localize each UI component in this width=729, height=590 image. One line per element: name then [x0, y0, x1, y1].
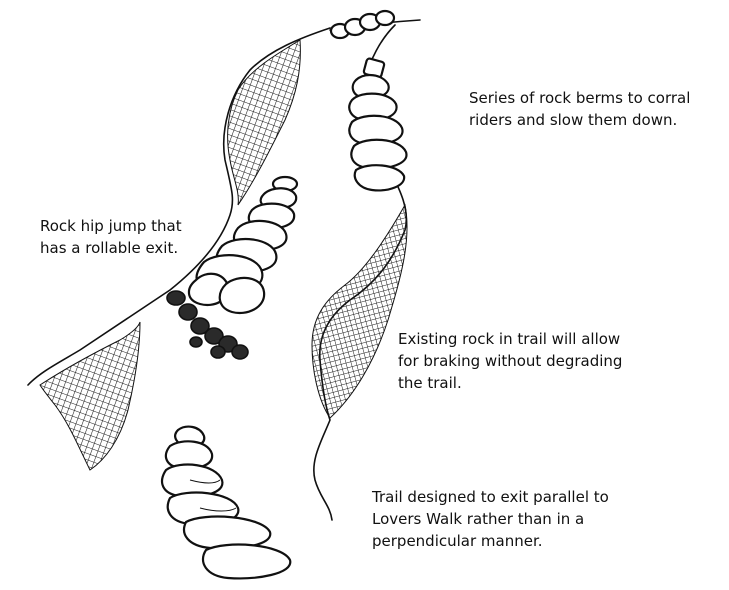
berm-rock: [355, 165, 404, 190]
annotation-existing-rock: Existing rock in trail will allow for br…: [398, 328, 658, 394]
annotation-rock-berms: Series of rock berms to corral riders an…: [469, 87, 729, 131]
hip-rock-base: [232, 345, 248, 359]
top-rock-cluster: [331, 11, 394, 38]
rock-berm-right: [349, 58, 406, 190]
exit-rock: [184, 517, 270, 549]
hatch-existing-rock: [312, 205, 407, 418]
hip-rock: [220, 278, 264, 313]
berm-rock: [351, 140, 406, 169]
top-rock: [376, 11, 394, 25]
hip-rock-base: [167, 291, 185, 305]
hip-rock-base: [211, 346, 225, 358]
annotation-hip-jump: Rock hip jump that has a rollable exit.: [40, 215, 230, 259]
exit-rock: [203, 545, 290, 579]
hip-rock-base: [179, 304, 197, 320]
annotation-trail-exit: Trail designed to exit parallel to Lover…: [372, 486, 652, 552]
exit-rock-stack: [162, 427, 290, 579]
hip-rock-base: [190, 337, 202, 347]
